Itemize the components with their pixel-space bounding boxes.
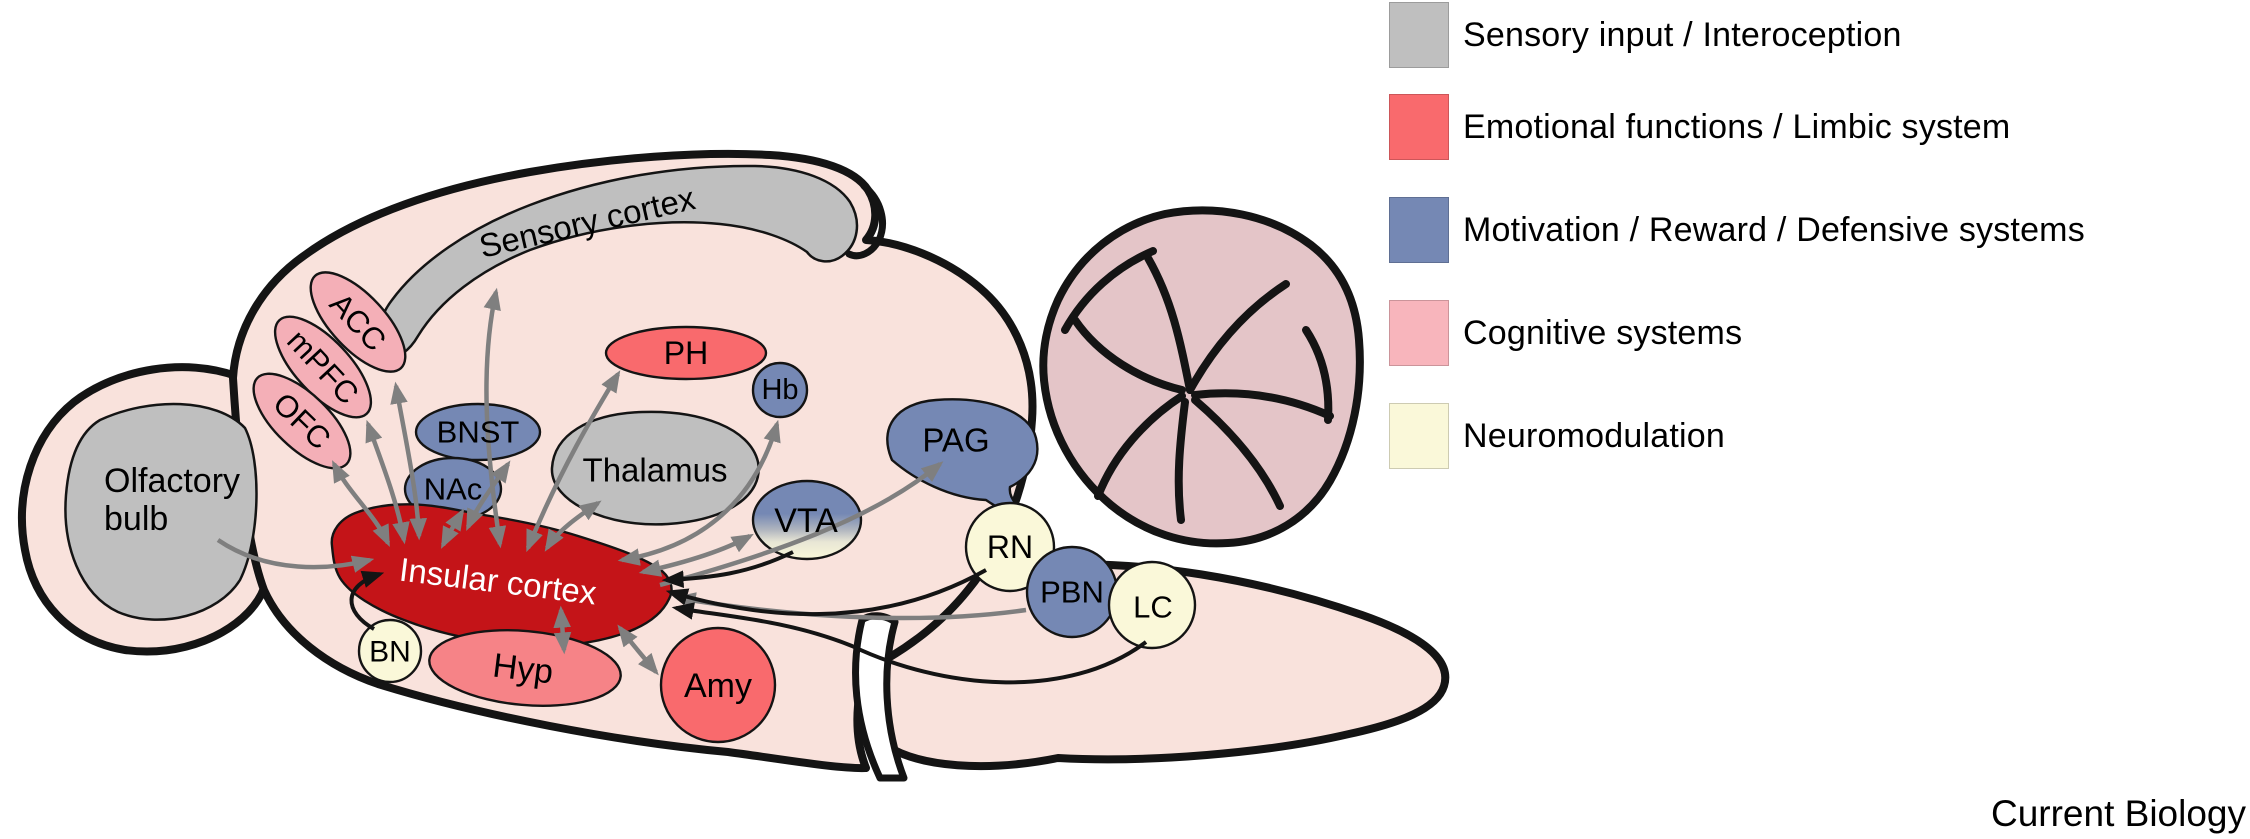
node-lc [1107, 560, 1197, 650]
legend-label-sensory: Sensory input / Interoception [1463, 15, 1902, 54]
brain-diagram: Sensory cortex Olfactory bulb ACC mPFC O… [18, 149, 1450, 782]
label-ph: PH [664, 335, 708, 371]
legend-row-motivation: Motivation / Reward / Defensive systems [1389, 197, 2085, 263]
connections-gray [216, 287, 1027, 676]
arrow-insular-acc [390, 381, 428, 541]
arrow-insular-hyp [553, 605, 572, 655]
label-olfactory-line1: Olfactory [104, 462, 240, 500]
label-pag: PAG [922, 422, 989, 459]
cerebellum-folia [1061, 247, 1334, 524]
node-amy [659, 626, 777, 744]
label-pbn: PBN [1040, 575, 1104, 610]
node-ph [604, 325, 768, 381]
node-bn [357, 618, 423, 684]
label-vta: VTA [774, 502, 838, 540]
arrow-rn-insular [665, 568, 987, 617]
label-amy: Amy [684, 667, 752, 705]
node-hb [751, 361, 809, 419]
olfactory-bulb-shape [64, 402, 258, 621]
arrow-insular-nac [440, 508, 465, 549]
arrow-lc-insular [671, 602, 1148, 685]
legend-label-cognitive: Cognitive systems [1463, 313, 1743, 352]
arrow-insular-vta [638, 533, 754, 577]
node-hyp [428, 629, 622, 707]
legend-row-sensory: Sensory input / Interoception [1389, 2, 1902, 68]
label-bn: BN [369, 636, 411, 669]
label-bnst: BNST [437, 415, 520, 450]
arrow-insular-ph [525, 370, 621, 553]
label-nac: NAc [424, 472, 483, 507]
label-thalamus: Thalamus [583, 452, 728, 489]
arrow-vta-insular [661, 550, 794, 588]
node-acc [309, 271, 407, 373]
label-lc: LC [1133, 590, 1173, 625]
nodes [252, 271, 1197, 744]
legend-row-emotional: Emotional functions / Limbic system [1389, 94, 2010, 160]
arrow-insular-pag [659, 461, 944, 588]
label-hb: Hb [761, 374, 798, 406]
cortex-hook [845, 182, 886, 260]
label-olfactory-line2: bulb [104, 500, 168, 538]
journal-name: Current Biology [1990, 793, 2246, 834]
arrow-bn-insular [349, 570, 385, 631]
arrow-olfactory-insular [216, 538, 375, 573]
label-hyp: Hyp [491, 646, 556, 691]
arrow-insular-sensory [483, 287, 507, 549]
label-rn: RN [987, 529, 1033, 565]
legend-label-neuromodulation: Neuromodulation [1463, 416, 1725, 455]
sensory-cortex-shape [378, 164, 859, 359]
legend-label-motivation: Motivation / Reward / Defensive systems [1463, 210, 2085, 249]
arrow-insular-amy [617, 624, 659, 676]
connections-black [349, 550, 1148, 685]
node-pag [886, 398, 1039, 522]
node-mpfc [273, 315, 373, 419]
legend-label-emotional: Emotional functions / Limbic system [1463, 107, 2011, 146]
